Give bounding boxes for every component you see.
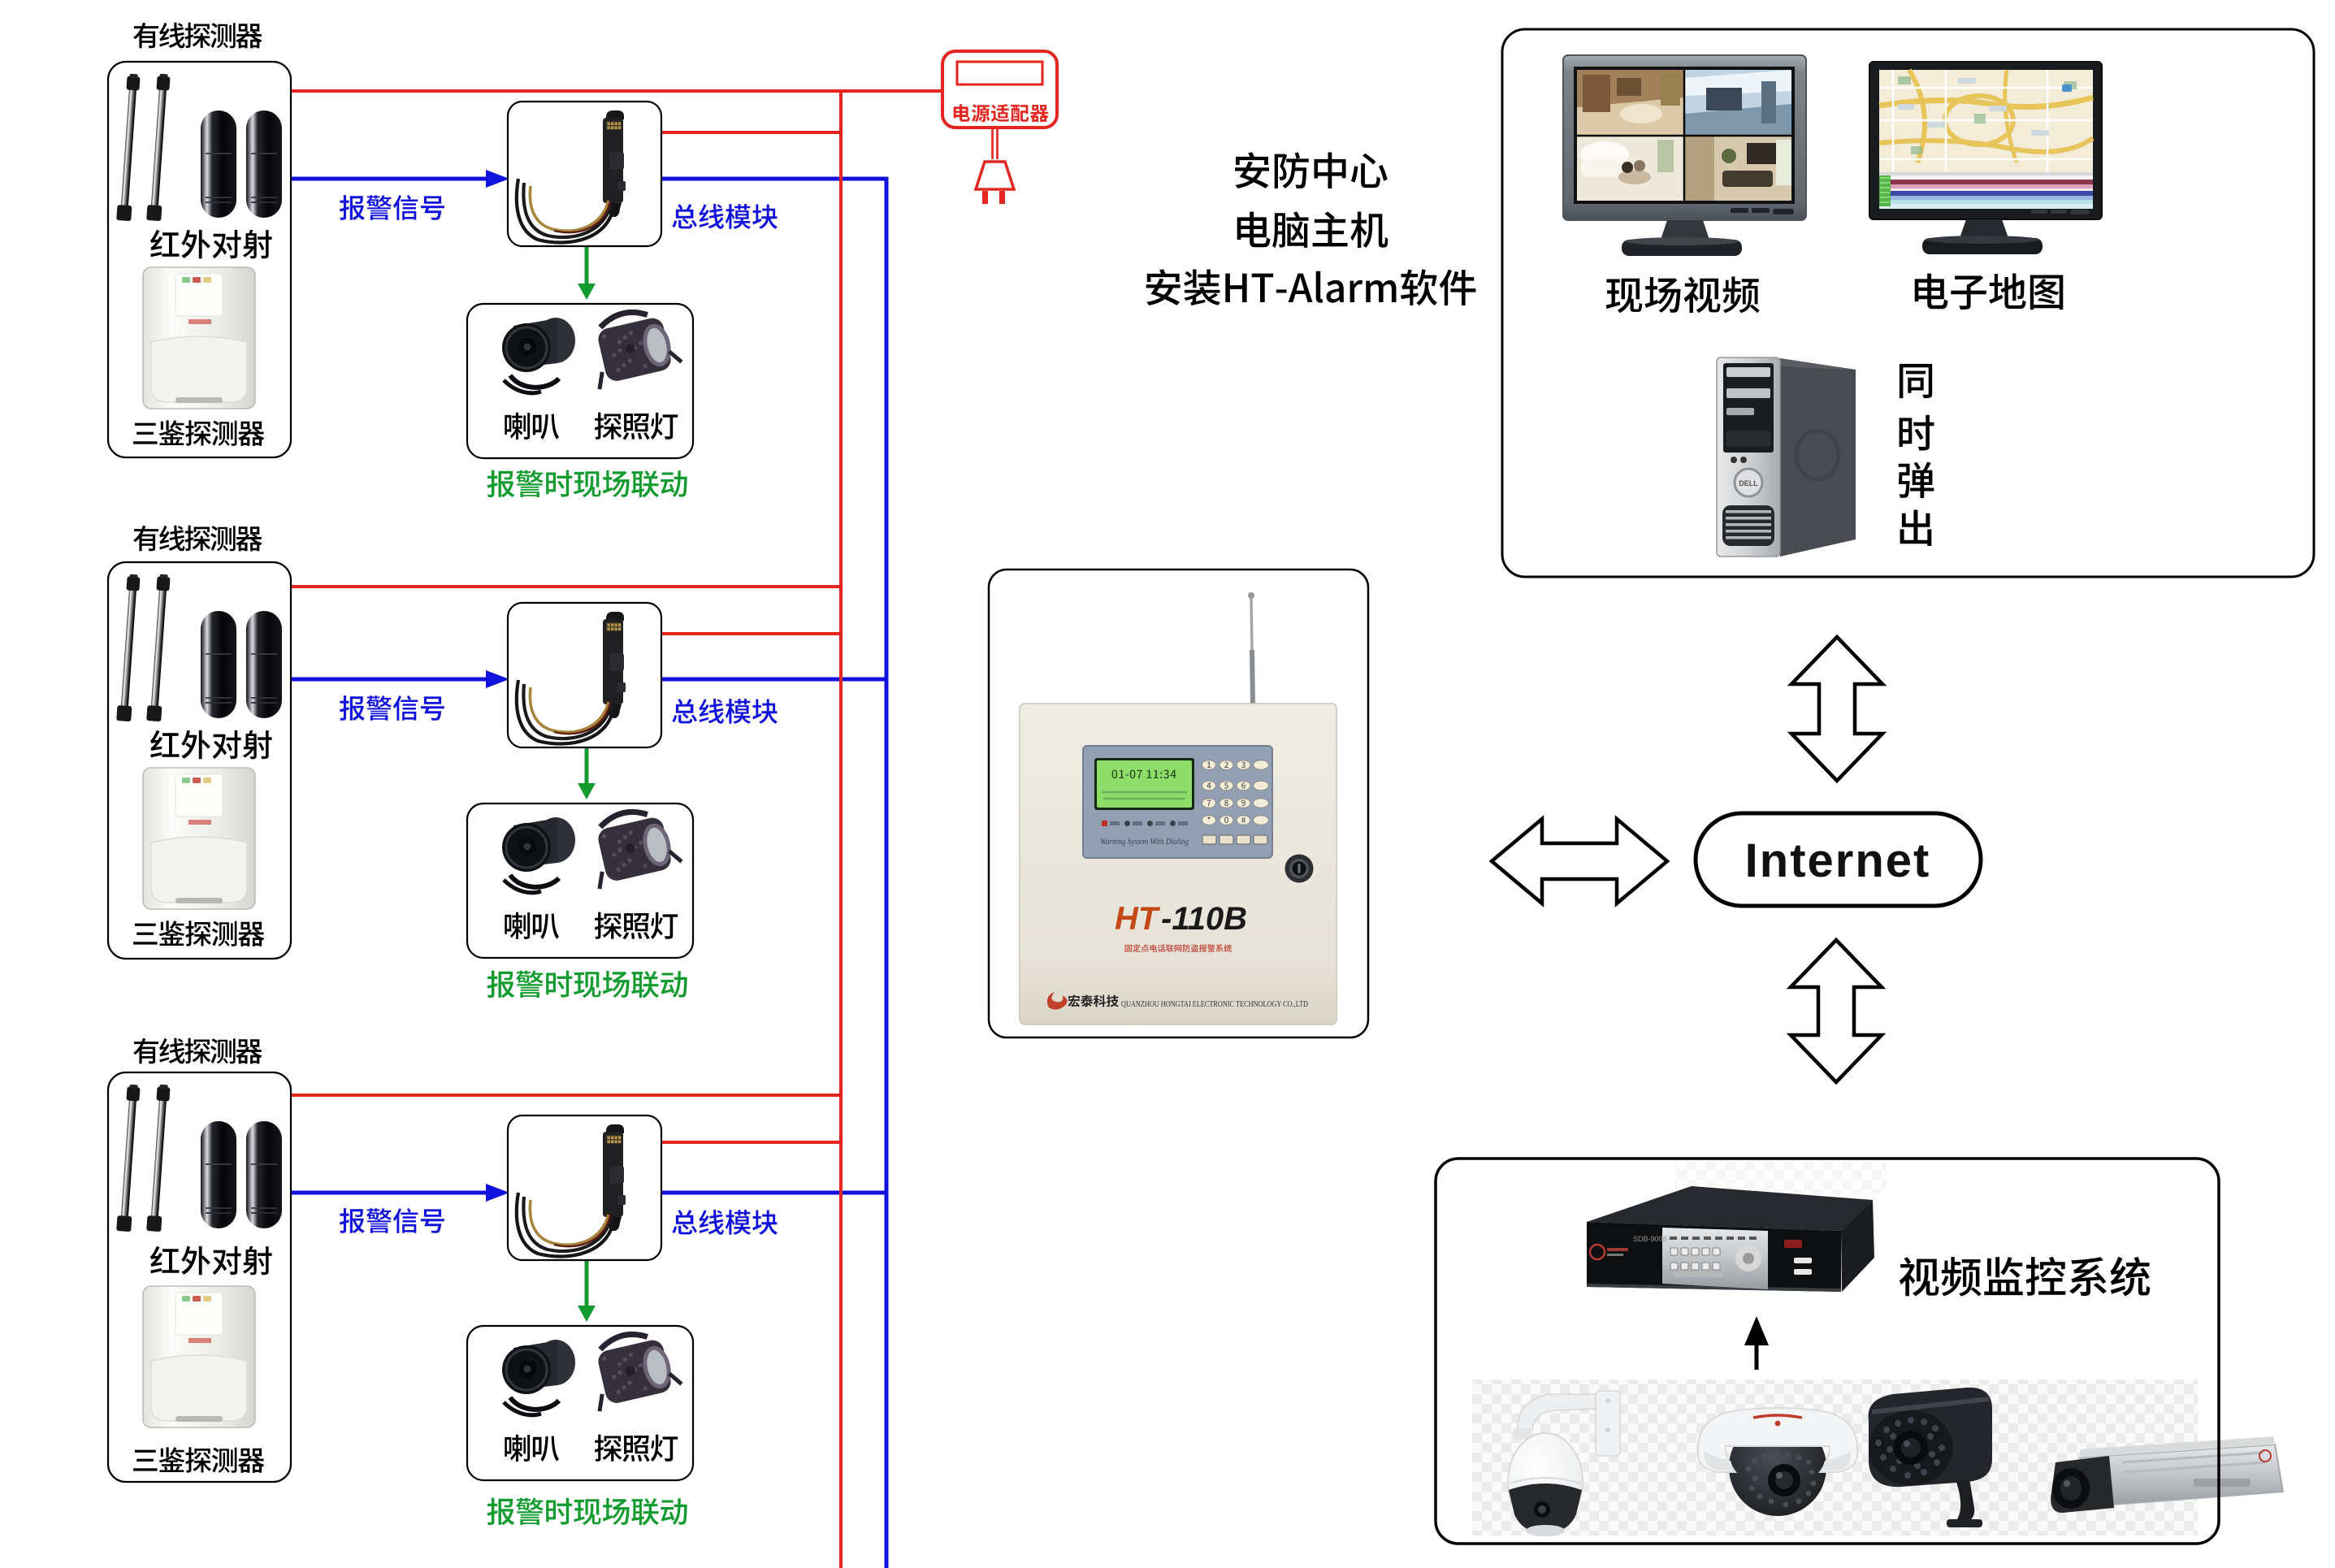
svg-text:HT: HT [1115,901,1161,937]
svg-text:Warning System With Dialing: Warning System With Dialing [1100,838,1189,847]
svg-text:SDB-9008: SDB-9008 [1633,1235,1667,1243]
svg-text:QUANZHOU HONGTAI ELECTRONIC TE: QUANZHOU HONGTAI ELECTRONIC TECHNOLOGY C… [1121,999,1308,1009]
svg-text:DELL: DELL [1739,479,1758,487]
svg-text:-110B: -110B [1161,901,1247,937]
svg-text:Internet: Internet [1745,834,1931,887]
